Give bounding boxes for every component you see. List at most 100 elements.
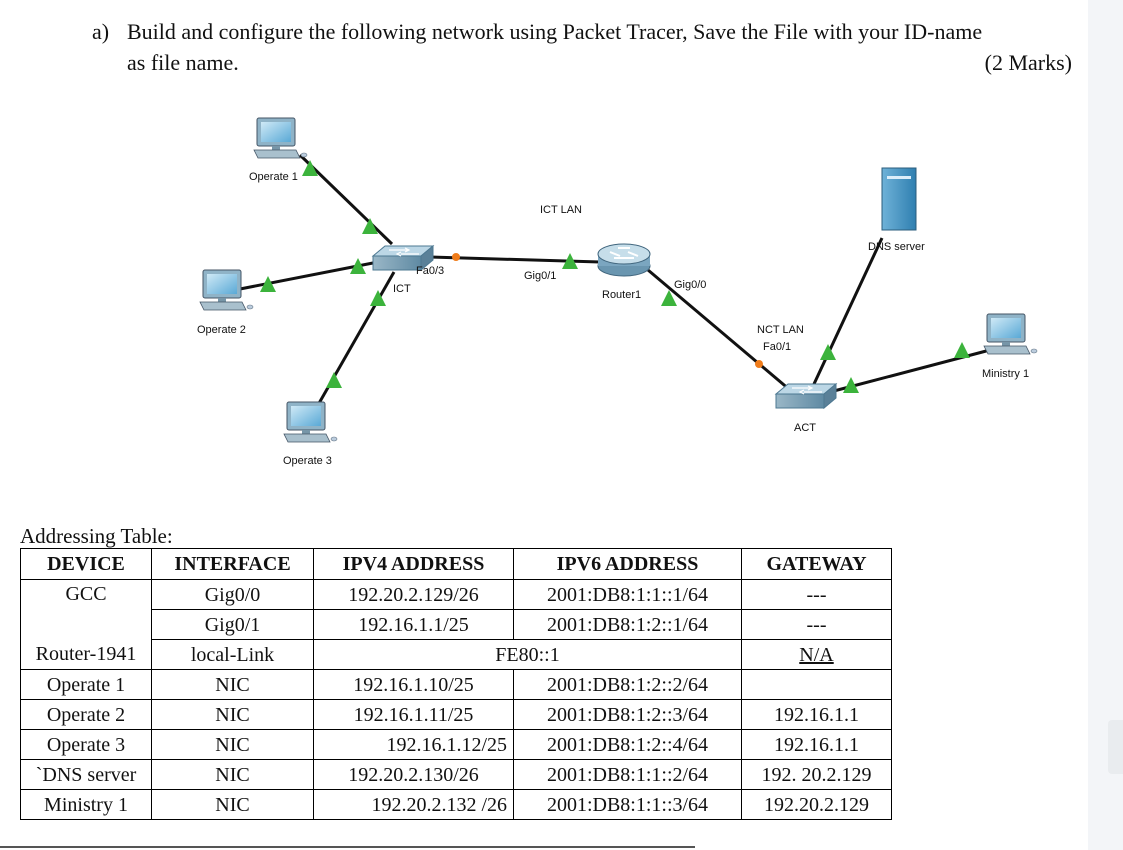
link-up-triangle — [820, 344, 836, 360]
link-up-triangle — [954, 342, 970, 358]
table-row: GCC Gig0/0 192.20.2.129/26 2001:DB8:1:1:… — [20, 579, 892, 640]
header-interface: INTERFACE — [151, 548, 314, 580]
cell-ipv6: 2001:DB8:1:1::1/64 — [513, 579, 742, 610]
cell-ipv6: 2001:DB8:1:2::3/64 — [513, 699, 742, 730]
table-row: Operate 2 NIC 192.16.1.11/25 2001:DB8:1:… — [20, 699, 892, 730]
cell-gateway: 192.20.2.129 — [741, 789, 892, 820]
cell-gateway: 192.16.1.1 — [741, 729, 892, 760]
cell-interface: NIC — [151, 789, 314, 820]
nct-lan-label: NCT LAN — [757, 324, 804, 336]
question-text-line1: Build and configure the following networ… — [127, 19, 983, 44]
header-ipv4: IPV4 ADDRESS — [313, 548, 514, 580]
header-device: DEVICE — [20, 548, 152, 580]
port-gig00-label: Gig0/0 — [674, 279, 706, 291]
router1-router-icon[interactable] — [597, 243, 651, 277]
operate2-label: Operate 2 — [197, 324, 246, 336]
table-row: Operate 1 NIC 192.16.1.10/25 2001:DB8:1:… — [20, 669, 892, 700]
table-row: `DNS server NIC 192.20.2.130/26 2001:DB8… — [20, 759, 892, 790]
cell-device: Router-1941 — [20, 639, 152, 670]
link-up-triangle — [302, 160, 318, 176]
cell-gateway: --- — [741, 579, 892, 610]
link-up-triangle — [843, 377, 859, 393]
network-links — [239, 153, 991, 406]
cell-gateway: N/A — [741, 639, 892, 670]
link-up-triangle — [350, 258, 366, 274]
link-down-dot — [755, 360, 763, 368]
operate3-pc-icon[interactable] — [283, 401, 338, 443]
cell-device: `DNS server — [20, 759, 152, 790]
header-ipv6: IPV6 ADDRESS — [513, 548, 742, 580]
bottom-divider — [0, 846, 695, 848]
cell-ipv6: 2001:DB8:1:1::3/64 — [513, 789, 742, 820]
cell-interface: local-Link — [151, 639, 314, 670]
act-switch-label: ACT — [794, 422, 816, 434]
cell-device: Operate 1 — [20, 669, 152, 700]
ministry1-label: Ministry 1 — [982, 368, 1029, 380]
addressing-table: DEVICE INTERFACE IPV4 ADDRESS IPV6 ADDRE… — [20, 548, 892, 820]
side-panel-strip — [1088, 0, 1123, 850]
dns-server-label: DNS server — [868, 241, 925, 253]
link-status-indicators — [260, 160, 970, 393]
cell-ipv4: 192.16.1.12/25 — [313, 729, 514, 760]
link-up-triangle — [362, 218, 378, 234]
cell-interface: NIC — [151, 669, 314, 700]
cell-ipv4: 192.20.2.129/26 — [313, 579, 514, 610]
link-up-triangle — [326, 372, 342, 388]
cell-ipv6: 2001:DB8:1:2::1/64 — [513, 609, 742, 640]
cell-interface: Gig0/1 — [151, 609, 314, 640]
link-up-triangle — [562, 253, 578, 269]
link-up-triangle — [370, 290, 386, 306]
link-down-dot — [452, 253, 460, 261]
cell-interface: NIC — [151, 729, 314, 760]
cell-ipv4: 192.16.1.11/25 — [313, 699, 514, 730]
ministry1-pc-icon[interactable] — [983, 313, 1038, 355]
cell-gateway: --- — [741, 609, 892, 640]
cell-ipv6: 2001:DB8:1:2::2/64 — [513, 669, 742, 700]
link-up-triangle — [260, 276, 276, 292]
act-switch-icon[interactable] — [775, 383, 837, 409]
table-row: Operate 3 NIC 192.16.1.12/25 2001:DB8:1:… — [20, 729, 892, 760]
cell-interface: NIC — [151, 759, 314, 790]
port-gig01-label: Gig0/1 — [524, 270, 556, 282]
question-marks: (2 Marks) — [984, 50, 1072, 75]
table-row: Router-1941 local-Link FE80::1 N/A — [20, 639, 892, 670]
ict-lan-label: ICT LAN — [540, 204, 582, 216]
port-fa03-label: Fa0/3 — [416, 265, 444, 277]
cell-gateway — [741, 669, 892, 700]
table-caption: Addressing Table: — [20, 524, 173, 548]
cell-ipv6: 2001:DB8:1:2::4/64 — [513, 729, 742, 760]
cell-ipv4: 192.16.1.10/25 — [313, 669, 514, 700]
link-up-triangle — [661, 290, 677, 306]
cell-interface: NIC — [151, 699, 314, 730]
table-row: Ministry 1 NIC 192.20.2.132 /26 2001:DB8… — [20, 789, 892, 820]
operate1-pc-icon[interactable] — [253, 117, 308, 159]
header-gateway: GATEWAY — [741, 548, 892, 580]
question-text-line2: as file name. — [127, 50, 239, 75]
cell-gateway: 192.16.1.1 — [741, 699, 892, 730]
cell-ipv4: 192.20.2.132 /26 — [313, 789, 514, 820]
ict-switch-label: ICT — [393, 283, 411, 295]
cell-address: FE80::1 — [313, 639, 742, 670]
cell-device: GCC — [20, 579, 152, 640]
operate3-label: Operate 3 — [283, 455, 332, 467]
cell-interface: Gig0/0 — [151, 579, 314, 610]
cell-device: Operate 2 — [20, 699, 152, 730]
cell-ipv4: 192.16.1.1/25 — [313, 609, 514, 640]
cell-device: Operate 3 — [20, 729, 152, 760]
table-row: Gig0/1 192.16.1.1/25 2001:DB8:1:2::1/64 … — [21, 609, 892, 640]
side-panel-handle[interactable] — [1108, 720, 1123, 774]
question-label: a) — [92, 19, 110, 44]
link-dns-act — [812, 237, 884, 385]
operate2-pc-icon[interactable] — [199, 269, 254, 311]
cell-ipv4: 192.20.2.130/26 — [313, 759, 514, 790]
network-topology-diagram: Operate 1 Operate 2 Operate 3 ICT Fa0/3 … — [197, 117, 1038, 467]
router1-label: Router1 — [602, 289, 641, 301]
link-operate1-ict — [298, 153, 394, 246]
link-router-act — [647, 268, 791, 392]
cell-ipv6: 2001:DB8:1:1::2/64 — [513, 759, 742, 790]
port-fa01-label: Fa0/1 — [763, 341, 791, 353]
table-header-row: DEVICE INTERFACE IPV4 ADDRESS IPV6 ADDRE… — [20, 548, 892, 580]
cell-device: Ministry 1 — [20, 789, 152, 820]
dns-server-icon[interactable] — [881, 167, 917, 231]
operate1-label: Operate 1 — [249, 171, 298, 183]
